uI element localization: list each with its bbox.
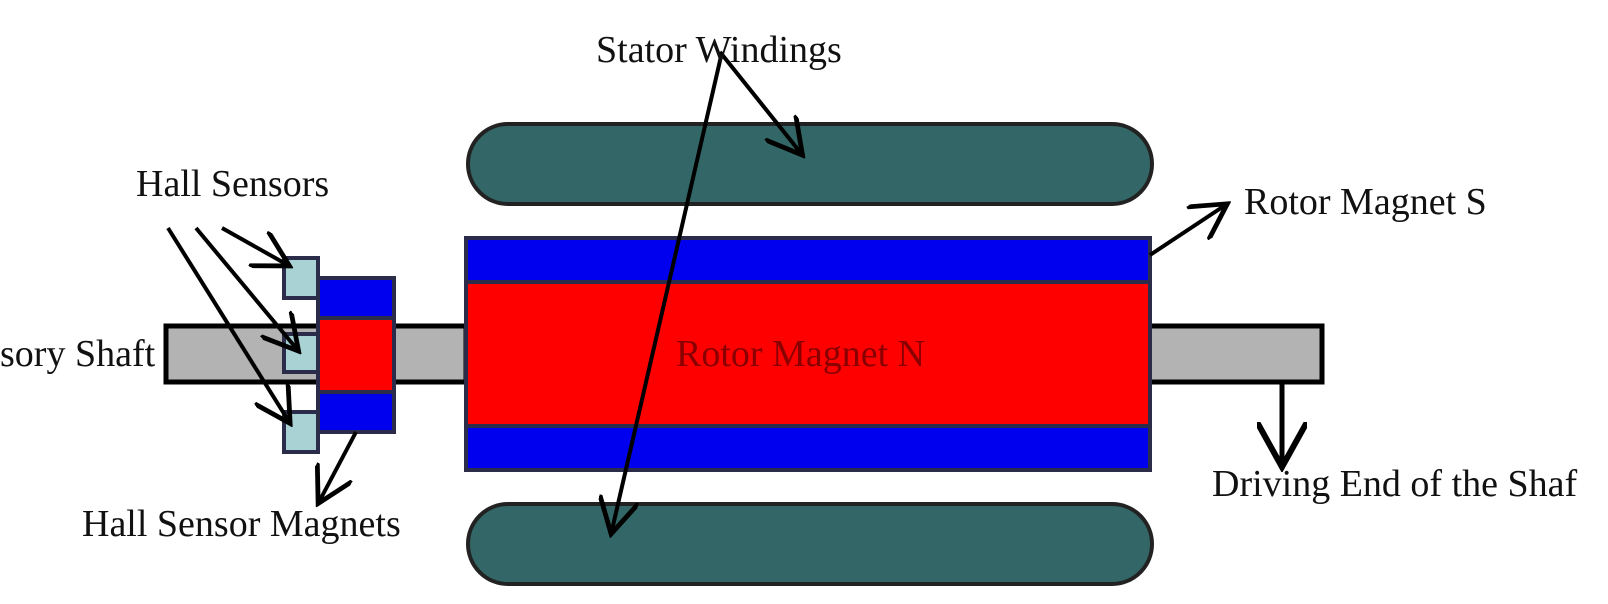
label-driving-end: Driving End of the Shaf — [1212, 463, 1578, 505]
hall-magnet-middle — [316, 316, 396, 394]
arrow-hall-middle — [194, 226, 296, 348]
label-rotor-magnet-s: Rotor Magnet S — [1244, 181, 1487, 223]
hall-magnet-top — [316, 276, 396, 320]
hall-sensor-top — [282, 256, 320, 300]
arrow-hall-magnets — [320, 431, 358, 500]
rotor-magnet-s-bottom — [464, 424, 1152, 472]
driving-shaft — [1145, 323, 1325, 385]
label-accessory-shaft: sory Shaft — [0, 333, 156, 375]
stator-winding-bottom — [466, 502, 1154, 586]
arrow-stator-top — [718, 50, 800, 152]
label-hall-sensor-magnets: Hall Sensor Magnets — [82, 503, 401, 545]
label-rotor-magnet-n: Rotor Magnet N — [676, 333, 925, 375]
label-hall-sensors: Hall Sensors — [136, 163, 329, 205]
hall-magnet-bottom — [316, 390, 396, 434]
arrow-hall-top — [221, 226, 286, 264]
label-stator-windings: Stator Windings — [596, 29, 842, 71]
arrow-stator-bottom — [612, 51, 724, 530]
arrow-hall-bottom — [166, 226, 288, 420]
stator-winding-top — [466, 122, 1154, 206]
rotor-magnet-n — [464, 280, 1152, 430]
arrow-rotor-s — [1148, 206, 1224, 257]
rotor-magnet-s-top — [464, 236, 1152, 286]
